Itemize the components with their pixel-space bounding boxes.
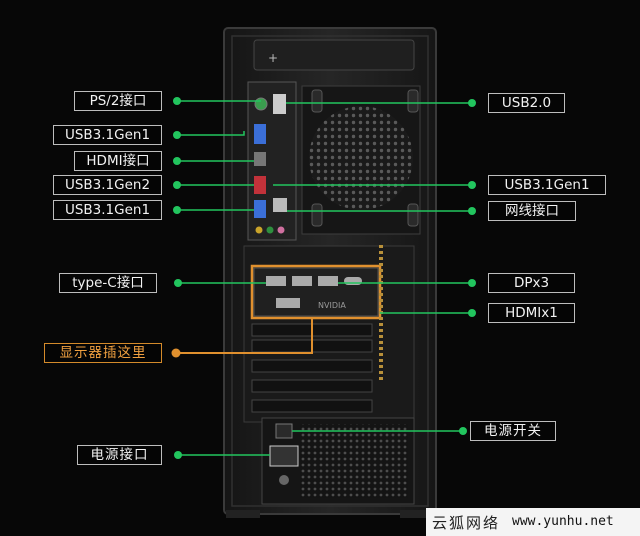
power-inlet-icon bbox=[269, 445, 299, 467]
dp-port-icon bbox=[318, 276, 338, 286]
label-power-switch: 电源开关 bbox=[470, 421, 556, 441]
top-cover-plate bbox=[253, 39, 415, 71]
label-hdmix1: HDMIx1 bbox=[488, 303, 575, 323]
label-lan: 网线接口 bbox=[488, 201, 576, 221]
hdmi-port-icon bbox=[254, 152, 266, 166]
fan-slot bbox=[407, 89, 419, 113]
callout-dot bbox=[468, 279, 476, 287]
rear-fan-grill bbox=[309, 106, 413, 210]
dp-port-icon bbox=[266, 276, 286, 286]
callout-dots bbox=[173, 97, 476, 459]
callout-dot bbox=[174, 451, 182, 459]
fan-slot bbox=[407, 203, 419, 227]
watermark-chinese: 云狐网络 bbox=[432, 514, 501, 532]
callout-dot bbox=[468, 309, 476, 317]
ps2-port-icon bbox=[254, 97, 268, 111]
callout-dot bbox=[173, 131, 181, 139]
callout-dot bbox=[468, 99, 476, 107]
audio-jack-icon bbox=[255, 226, 263, 234]
callout-dot bbox=[468, 181, 476, 189]
audio-jack-icon bbox=[266, 226, 274, 234]
case-foot-screw bbox=[279, 475, 289, 485]
label-hdmi-port: HDMI接口 bbox=[74, 151, 162, 171]
slot-cover bbox=[251, 379, 373, 393]
watermark: 云狐网络 www.yunhu.net bbox=[426, 508, 640, 536]
slot-cover bbox=[251, 399, 373, 413]
callout-line-usb31-a bbox=[177, 131, 245, 136]
gpu-bracket bbox=[253, 267, 379, 317]
dp-port-icon bbox=[292, 276, 312, 286]
gpu-hdmi-port-icon bbox=[276, 298, 300, 308]
plus-mark-icon: + bbox=[268, 51, 278, 65]
callout-dot bbox=[173, 181, 181, 189]
label-usb31gen2: USB3.1Gen2 bbox=[53, 175, 162, 195]
label-display-here: 显示器插这里 bbox=[44, 343, 162, 363]
fan-slot bbox=[311, 203, 323, 227]
psu-vent-mesh bbox=[300, 424, 408, 498]
watermark-url: www.yunhu.net bbox=[512, 514, 614, 529]
typec-port-icon bbox=[344, 277, 362, 285]
callout-line-display bbox=[176, 318, 313, 354]
power-switch-icon bbox=[275, 423, 293, 439]
callout-dot bbox=[173, 97, 181, 105]
nvidia-mark: NVIDIA bbox=[318, 301, 346, 310]
label-usb31-a: USB3.1Gen1 bbox=[53, 125, 162, 145]
label-typec: type-C接口 bbox=[59, 273, 157, 293]
callout-dot bbox=[173, 157, 181, 165]
case-inner-frame bbox=[231, 35, 429, 507]
label-ps2: PS/2接口 bbox=[74, 91, 162, 111]
label-usb31-right: USB3.1Gen1 bbox=[488, 175, 606, 195]
callout-dot bbox=[468, 207, 476, 215]
callout-dot bbox=[459, 427, 467, 435]
usb31gen2-ports-icon bbox=[254, 176, 266, 194]
label-power-port: 电源接口 bbox=[77, 445, 162, 465]
fan-slot bbox=[311, 89, 323, 113]
callout-lines bbox=[177, 100, 472, 456]
audio-jack-icon bbox=[277, 226, 285, 234]
case-foot bbox=[226, 510, 260, 518]
case-foot bbox=[400, 510, 434, 518]
callout-dot-display bbox=[171, 348, 181, 358]
callout-dot bbox=[174, 279, 182, 287]
lan-port-icon bbox=[273, 198, 287, 212]
usb31-ports-a-icon bbox=[254, 124, 266, 144]
gpu-highlight-box bbox=[250, 264, 382, 320]
slot-cover bbox=[251, 359, 373, 373]
usb31-ports-b-icon bbox=[254, 200, 266, 218]
label-usb31-b: USB3.1Gen1 bbox=[53, 200, 162, 220]
usb2-ports-icon bbox=[273, 94, 286, 114]
callout-dot bbox=[173, 206, 181, 214]
label-usb20: USB2.0 bbox=[488, 93, 565, 113]
label-dpx3: DPx3 bbox=[488, 273, 575, 293]
